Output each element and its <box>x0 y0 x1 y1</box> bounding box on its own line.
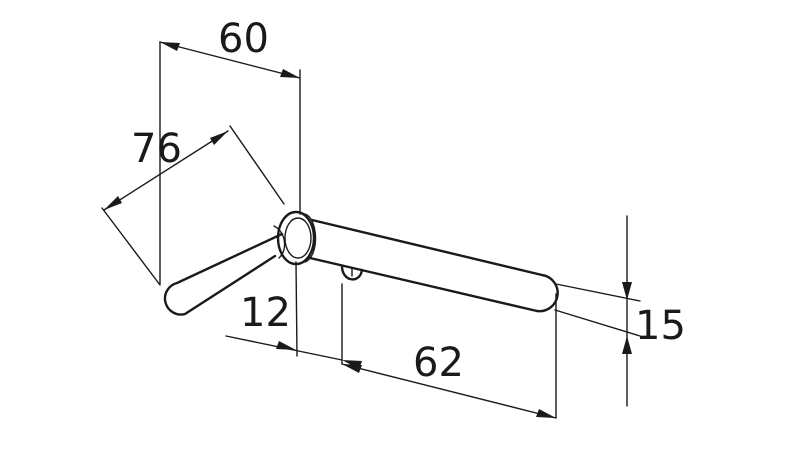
straight-lever <box>308 218 559 313</box>
dimension-15: 15 <box>622 282 686 354</box>
rosette-inner <box>284 217 312 259</box>
dim-label-15: 15 <box>635 303 686 349</box>
extension-lines <box>101 41 641 419</box>
lever-pin <box>340 264 364 281</box>
dimension-76: 76 <box>103 126 229 211</box>
dimension-62: 62 <box>341 340 557 419</box>
dim-label-60: 60 <box>218 16 269 62</box>
angled-arm-end <box>273 225 286 259</box>
dimension-60: 60 <box>159 16 301 79</box>
dim-label-76: 76 <box>131 126 182 172</box>
angled-arm <box>163 232 284 316</box>
dim-label-12: 12 <box>240 290 291 336</box>
dim-label-62: 62 <box>413 340 464 386</box>
handle-outline <box>163 210 559 316</box>
rosette-ring <box>304 213 317 263</box>
dimension-12: 12 <box>225 290 362 369</box>
